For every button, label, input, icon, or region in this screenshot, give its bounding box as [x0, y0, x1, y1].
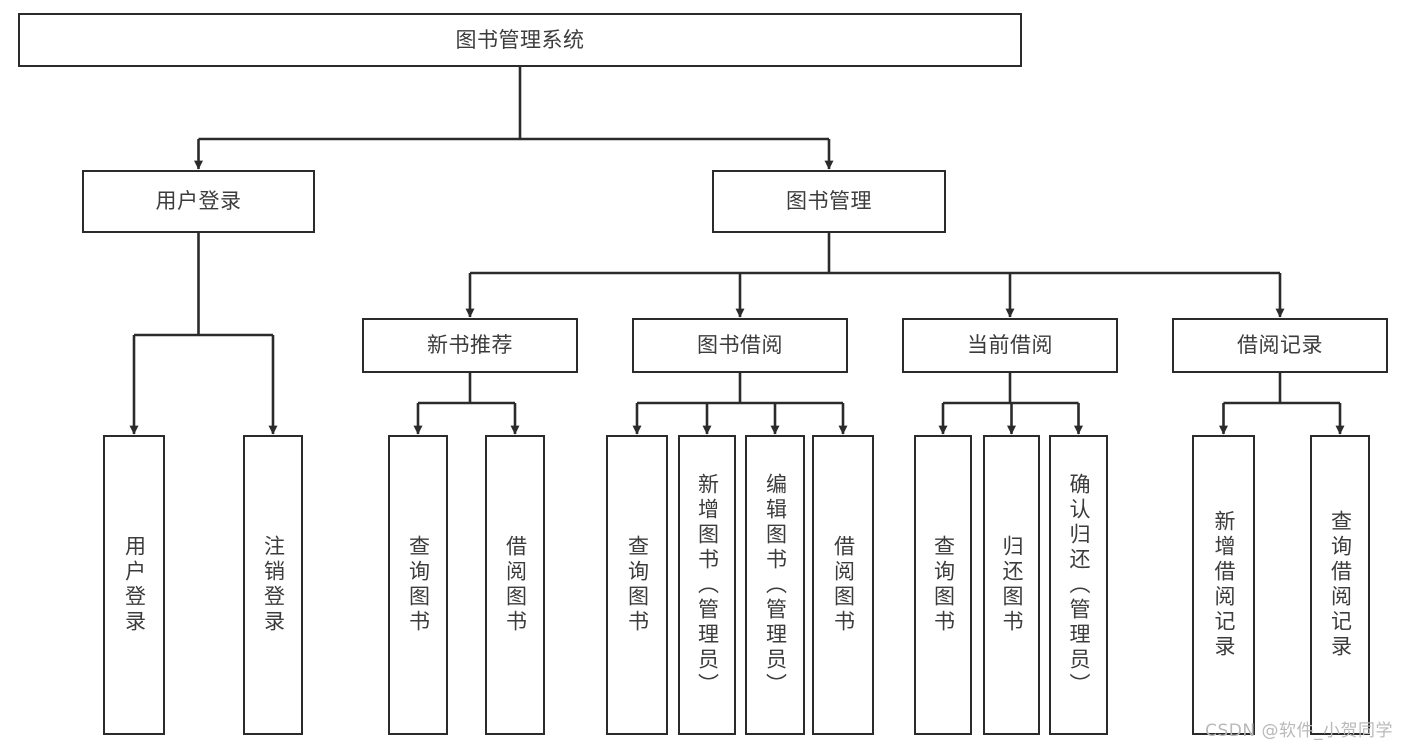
node-leaf-add-record[interactable]: 新增借阅记录 — [1192, 435, 1255, 735]
node-book-borrow[interactable]: 图书借阅 — [632, 318, 848, 373]
node-root[interactable]: 图书管理系统 — [18, 13, 1022, 67]
node-new-book-rec[interactable]: 新书推荐 — [362, 318, 578, 373]
node-leaf-user-login[interactable]: 用户登录 — [103, 435, 165, 735]
node-label-leaf-confirm-return: 确认归还（管理员） — [1067, 472, 1091, 698]
node-label-leaf-query-record: 查询借阅记录 — [1328, 510, 1353, 660]
node-leaf-borrow-book-1[interactable]: 借阅图书 — [485, 435, 545, 735]
node-label-user-login: 用户登录 — [155, 189, 242, 214]
node-label-root: 图书管理系统 — [455, 27, 585, 52]
node-label-leaf-return-book: 归还图书 — [1000, 535, 1024, 635]
node-leaf-return-book[interactable]: 归还图书 — [983, 435, 1040, 735]
node-leaf-user-logout[interactable]: 注销登录 — [243, 435, 303, 735]
node-label-new-book-rec: 新书推荐 — [427, 333, 513, 358]
watermark-text: CSDN @软件_小贺同学 — [1205, 721, 1393, 741]
edge-group — [129, 67, 1345, 435]
node-leaf-borrow-book-2[interactable]: 借阅图书 — [812, 435, 874, 735]
node-label-leaf-edit-book: 编辑图书（管理员） — [763, 472, 788, 698]
node-leaf-add-book[interactable]: 新增图书（管理员） — [678, 435, 736, 735]
node-leaf-edit-book[interactable]: 编辑图书（管理员） — [745, 435, 805, 735]
node-user-login[interactable]: 用户登录 — [82, 170, 315, 233]
node-book-manage[interactable]: 图书管理 — [712, 170, 946, 233]
node-label-current-borrow: 当前借阅 — [967, 333, 1053, 358]
node-label-borrow-record: 借阅记录 — [1237, 333, 1323, 358]
node-label-leaf-query-book-2: 查询图书 — [625, 535, 650, 635]
node-label-leaf-borrow-book-2: 借阅图书 — [831, 535, 856, 635]
node-leaf-confirm-return[interactable]: 确认归还（管理员） — [1049, 435, 1108, 735]
node-label-leaf-user-login: 用户登录 — [122, 535, 147, 635]
node-label-leaf-query-book-3: 查询图书 — [931, 535, 956, 635]
node-label-leaf-borrow-book-1: 借阅图书 — [503, 535, 528, 635]
node-leaf-query-book-3[interactable]: 查询图书 — [914, 435, 972, 735]
node-borrow-record[interactable]: 借阅记录 — [1172, 318, 1388, 373]
node-label-book-borrow: 图书借阅 — [697, 333, 783, 358]
node-label-leaf-user-logout: 注销登录 — [261, 535, 286, 635]
node-label-book-manage: 图书管理 — [786, 189, 872, 214]
node-current-borrow[interactable]: 当前借阅 — [902, 318, 1118, 373]
node-leaf-query-record[interactable]: 查询借阅记录 — [1310, 435, 1370, 735]
node-leaf-query-book-1[interactable]: 查询图书 — [388, 435, 448, 735]
node-label-leaf-query-book-1: 查询图书 — [406, 535, 431, 635]
node-label-leaf-add-book: 新增图书（管理员） — [695, 472, 720, 698]
node-leaf-query-book-2[interactable]: 查询图书 — [606, 435, 668, 735]
node-label-leaf-add-record: 新增借阅记录 — [1212, 510, 1236, 660]
